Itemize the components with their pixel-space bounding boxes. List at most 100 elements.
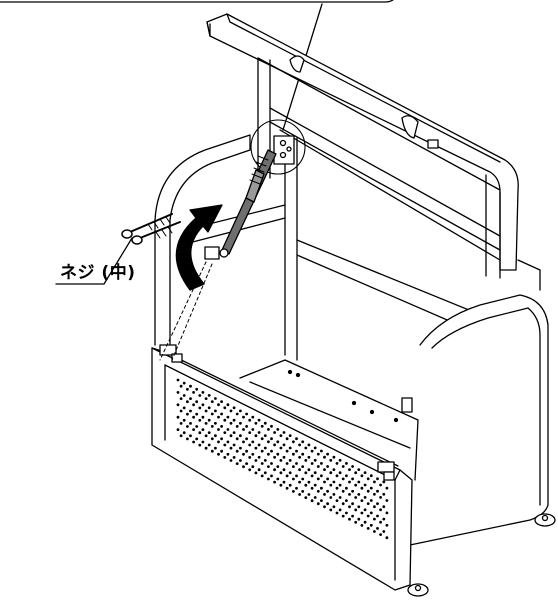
perforation-hole [251, 415, 255, 419]
perforation-pattern [176, 378, 389, 540]
perforation-hole [338, 483, 342, 487]
perforation-hole [329, 496, 333, 499]
perforation-hole [263, 459, 267, 462]
perforation-hole [267, 477, 270, 481]
perforation-hole [251, 465, 255, 469]
perforation-hole [295, 437, 298, 441]
lid-strut [159, 119, 306, 361]
perforation-hole [376, 489, 379, 493]
perforation-hole [226, 440, 230, 444]
perforation-hole [310, 449, 314, 453]
perforation-hole [198, 443, 202, 447]
perforation-hole [198, 406, 202, 410]
perforation-hole [176, 378, 180, 382]
perforation-hole [220, 437, 224, 441]
perforation-hole [248, 431, 252, 434]
perforation-hole [376, 527, 379, 530]
perforation-hole [223, 456, 227, 459]
perforation-hole [298, 455, 301, 459]
detail-circle [250, 119, 306, 175]
perforation-hole [323, 480, 326, 484]
perforation-hole [313, 446, 317, 450]
perforation-hole [186, 400, 189, 404]
perforation-hole [307, 443, 311, 447]
perforation-hole [254, 459, 258, 462]
perforation-hole [245, 425, 249, 428]
perforation-hole [204, 422, 208, 425]
perforation-hole [198, 418, 202, 422]
perforation-hole [357, 505, 361, 509]
perforation-hole [279, 434, 283, 437]
perforation-hole [326, 477, 329, 481]
perforation-hole [316, 452, 320, 456]
perforation-hole [239, 421, 242, 425]
perforation-hole [186, 425, 189, 428]
perforation-hole [276, 440, 280, 444]
perforation-hole [332, 505, 336, 509]
perforation-hole [223, 406, 227, 410]
perforation-hole [332, 455, 336, 459]
perforation-hole [257, 468, 261, 472]
perforation-hole [214, 421, 217, 425]
perforation-hole [214, 434, 217, 438]
perforation-hole [360, 524, 364, 527]
perforation-hole [385, 486, 389, 490]
perforation-hole [366, 527, 370, 530]
perforation-hole [217, 415, 220, 419]
perforation-hole [285, 449, 289, 453]
perforation-hole [189, 397, 192, 400]
perforation-hole [282, 480, 286, 484]
perforation-hole [301, 477, 305, 481]
perforation-hole [257, 455, 261, 459]
perforation-hole [214, 397, 217, 400]
perforation-hole [251, 440, 255, 444]
perforation-hole [332, 493, 336, 496]
perforation-hole [267, 428, 270, 431]
perforation-hole [363, 496, 367, 499]
perforation-hole [204, 409, 208, 413]
perforation-hole [248, 418, 252, 422]
perforation-hole [207, 418, 211, 422]
perforation-hole [226, 428, 230, 431]
perforation-hole [263, 446, 267, 450]
perforation-hole [251, 428, 255, 431]
perforation-hole [357, 468, 361, 471]
perforation-hole [239, 409, 242, 413]
perforation-hole [263, 471, 267, 475]
perforation-hole [348, 468, 351, 471]
perforation-hole [239, 446, 242, 450]
perforation-hole [226, 415, 230, 419]
perforation-hole [239, 434, 242, 438]
perforation-hole [201, 428, 205, 431]
perforation-hole [260, 449, 264, 453]
perforation-hole [210, 449, 214, 453]
perforation-hole [348, 505, 351, 509]
perforation-hole [373, 517, 376, 521]
perforation-hole [254, 434, 258, 438]
perforation-hole [285, 486, 289, 490]
perforation-hole [242, 428, 245, 431]
perforation-hole [260, 437, 264, 441]
perforation-hole [366, 477, 370, 481]
perforation-hole [254, 446, 258, 450]
perforation-hole [186, 437, 189, 441]
perforation-hole [182, 406, 186, 410]
screws [121, 213, 181, 245]
perforation-hole [270, 424, 273, 428]
perforation-hole [341, 514, 345, 518]
perforation-hole [288, 459, 292, 462]
perforation-hole [288, 483, 292, 487]
perforation-hole [282, 431, 286, 434]
perforation-hole [179, 384, 183, 388]
perforation-hole [363, 520, 367, 524]
perforation-hole [379, 520, 382, 524]
perforation-hole [270, 462, 273, 465]
perforation-hole [217, 452, 220, 456]
perforation-hole [323, 468, 326, 471]
perforation-hole [260, 424, 264, 428]
perforation-hole [285, 462, 289, 465]
perforation-hole [379, 533, 382, 536]
perforation-hole [192, 440, 196, 444]
perforation-hole [282, 455, 286, 459]
perforation-hole [354, 471, 358, 475]
